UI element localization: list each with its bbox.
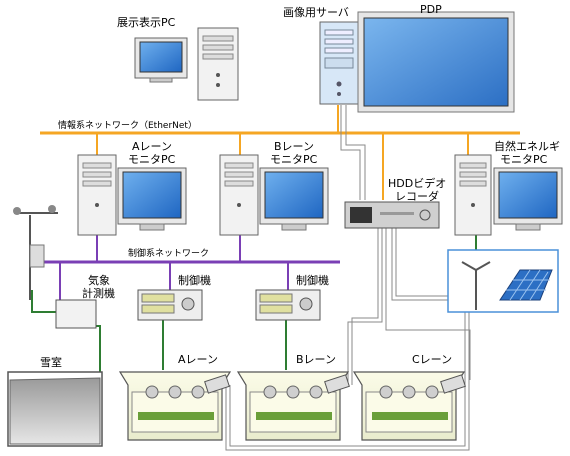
hdd-recorder-label-2: レコーダ bbox=[395, 189, 439, 203]
controller-a-label: 制御機 bbox=[178, 273, 211, 287]
lane-b-monitor-pc bbox=[219, 154, 329, 236]
controller-b bbox=[255, 289, 321, 321]
weather-station-label-2: 計測機 bbox=[82, 286, 115, 300]
wind-solar-panel-box bbox=[447, 249, 559, 313]
lane-a-monitor-pc bbox=[77, 154, 187, 236]
weather-station-label-1: 気象 bbox=[88, 273, 110, 287]
lane-b-label: Bレーン bbox=[296, 353, 336, 366]
lane-a-pc-label-2: モニタPC bbox=[128, 153, 176, 166]
hdd-recorder-label-1: HDDビデオ bbox=[388, 176, 446, 190]
snow-room-label: 雪室 bbox=[40, 355, 62, 369]
lane-a-label: Aレーン bbox=[178, 353, 218, 366]
natural-energy-pc-label-1: 自然エネルギ bbox=[494, 139, 560, 153]
solar-panel-icon bbox=[499, 269, 553, 301]
lane-a-pc-label-1: Aレーン bbox=[132, 140, 172, 153]
lane-b-room bbox=[236, 371, 350, 441]
controller-a bbox=[137, 289, 203, 321]
control-network-label: 制御系ネットワーク bbox=[128, 247, 209, 259]
image-server-label: 画像用サーバ bbox=[283, 6, 349, 19]
exhibit-pc bbox=[134, 27, 239, 101]
lane-b-pc-label-2: モニタPC bbox=[270, 153, 318, 166]
controller-b-label: 制御機 bbox=[296, 273, 329, 287]
lane-c-room bbox=[352, 371, 466, 441]
lane-c-label: Cレーン bbox=[412, 353, 452, 366]
pdp-display bbox=[357, 11, 515, 113]
image-server bbox=[319, 21, 359, 105]
pdp-label: PDP bbox=[420, 3, 442, 16]
video-links bbox=[225, 105, 471, 451]
weather-sensor-mast bbox=[13, 205, 58, 300]
hdd-video-recorder bbox=[344, 201, 440, 229]
natural-energy-monitor-pc bbox=[454, 154, 563, 236]
natural-energy-pc-label-2: モニタPC bbox=[500, 153, 548, 166]
info-network-label: 情報系ネットワーク（EtherNet） bbox=[58, 119, 197, 131]
exhibit-pc-label: 展示表示PC bbox=[117, 15, 176, 29]
wind-turbine-icon bbox=[461, 261, 491, 310]
lane-a-room bbox=[118, 371, 232, 441]
lane-b-pc-label-1: Bレーン bbox=[274, 140, 314, 153]
snow-room bbox=[7, 371, 103, 447]
sensor-link-weather bbox=[31, 290, 58, 313]
weather-measurement-unit bbox=[55, 299, 97, 329]
